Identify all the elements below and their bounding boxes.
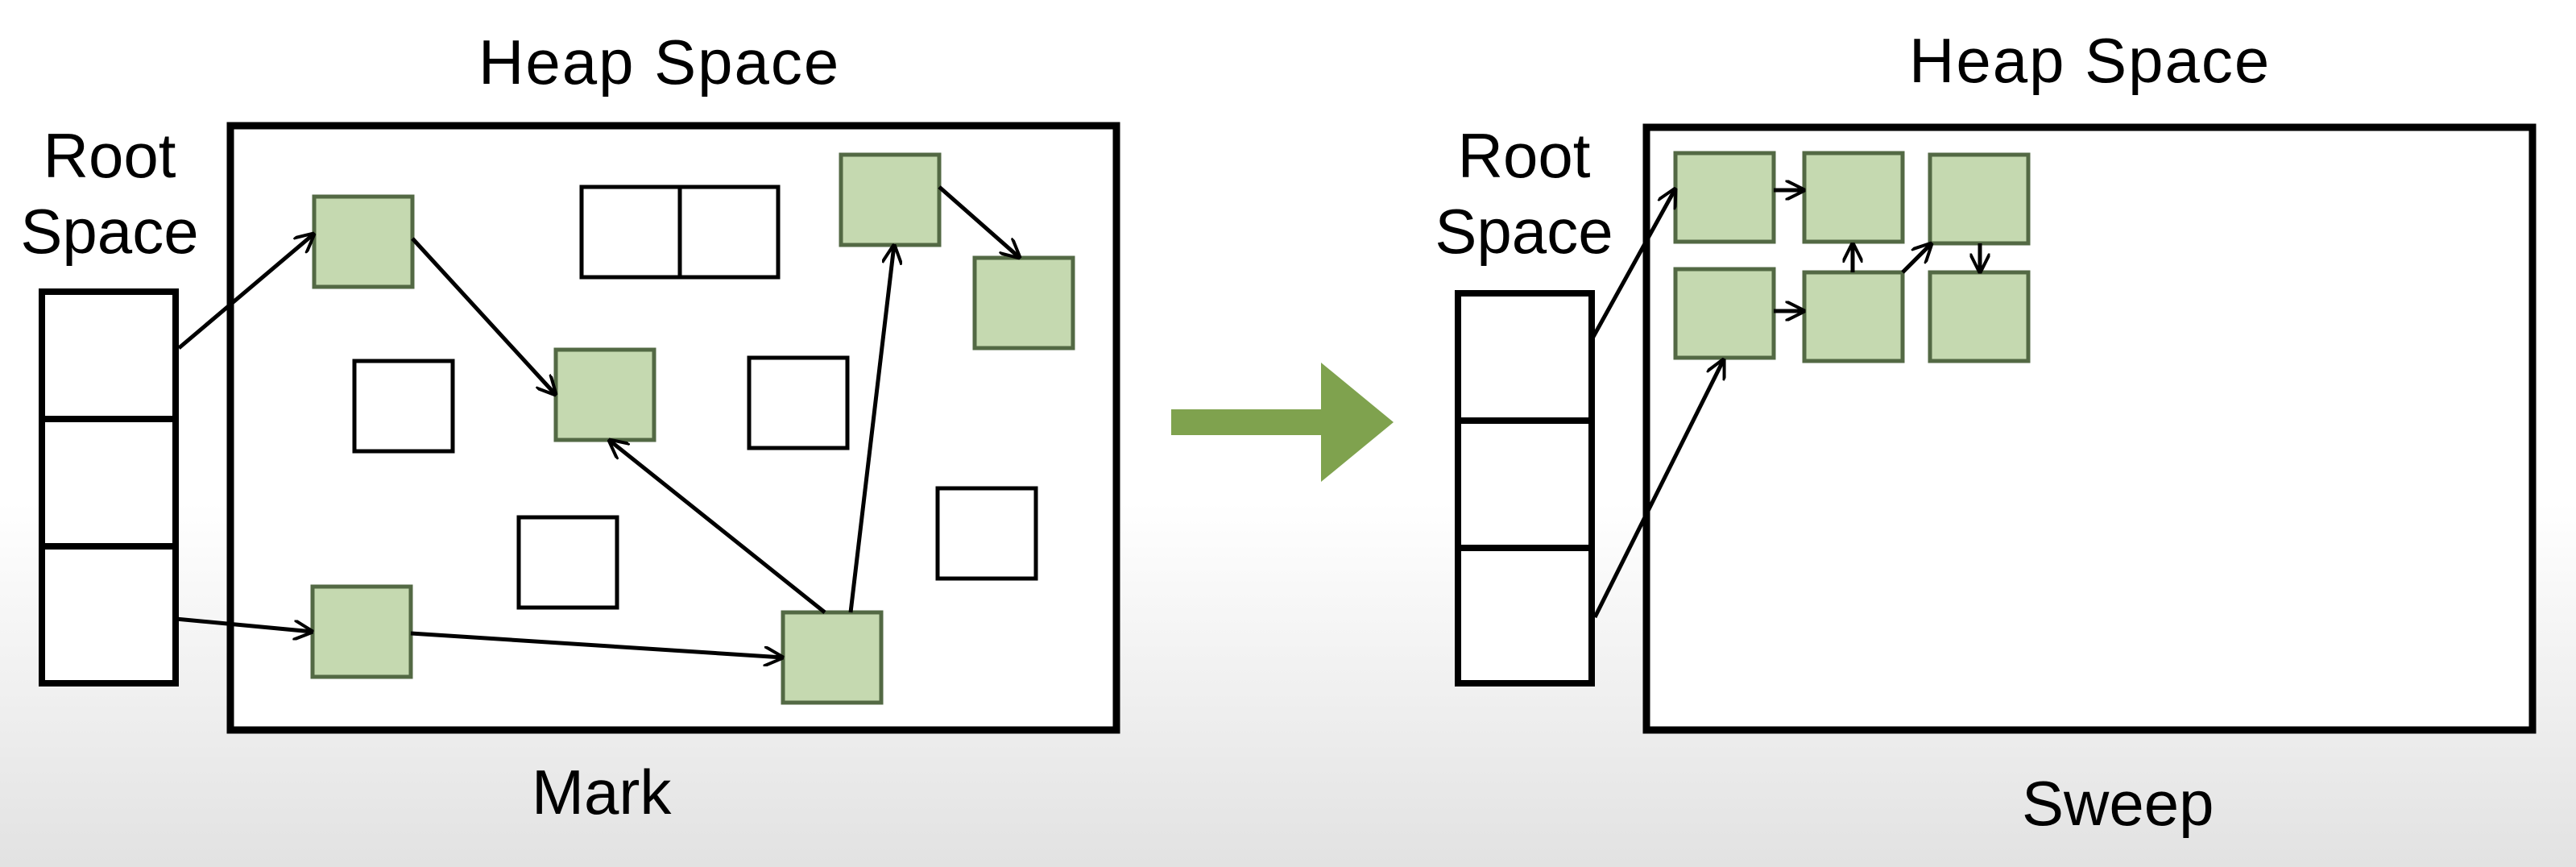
reference-arrow [177, 234, 314, 350]
right-root-stack [1455, 290, 1595, 687]
transition-arrow-icon [1171, 363, 1394, 482]
left-reachable-objects [310, 152, 1075, 705]
left-root-slot-3 [39, 543, 179, 687]
left-root-title-line1: Root [43, 120, 176, 191]
right-root-title-line2: Space [1435, 196, 1613, 267]
reference-arrow [1901, 243, 1932, 274]
dead-object [516, 515, 619, 610]
mark-caption: Mark [532, 757, 672, 828]
reference-arrow [411, 237, 556, 395]
dead-object [935, 486, 1038, 581]
left-root-slot-2 [39, 416, 179, 550]
right-reference-arrows [1591, 189, 1980, 619]
live-object [1802, 270, 1905, 363]
right-root-slot-2 [1455, 417, 1595, 551]
right-root-slot-3 [1455, 545, 1595, 687]
left-root-stack [39, 288, 179, 687]
dead-object [747, 355, 850, 450]
left-root-space-title: Root Space [13, 118, 206, 269]
right-heap-container [1642, 123, 2537, 734]
live-object [1802, 151, 1905, 244]
left-reference-arrows [175, 185, 1020, 658]
dead-object [352, 359, 455, 454]
left-unreachable-objects [352, 185, 1038, 610]
dead-object [579, 185, 682, 280]
live-object [972, 255, 1075, 351]
reference-arrow [609, 440, 826, 614]
sweep-panel [1455, 123, 2537, 734]
reference-arrow [1591, 189, 1675, 338]
reference-arrow [938, 185, 1020, 258]
sweep-caption: Sweep [2022, 768, 2214, 839]
dead-object [677, 185, 781, 280]
live-object [839, 152, 942, 247]
reference-arrow [848, 245, 894, 613]
right-root-space-title: Root Space [1427, 118, 1621, 269]
live-object [1928, 270, 2031, 363]
live-object [1673, 267, 1776, 360]
live-object [553, 347, 656, 442]
reference-arrow [410, 631, 783, 658]
live-object [781, 610, 884, 705]
right-heap-space-title: Heap Space [1909, 25, 2272, 96]
live-object [1673, 151, 1776, 244]
mark-panel [39, 122, 1120, 734]
right-root-title-line1: Root [1457, 120, 1591, 191]
live-object [312, 194, 415, 289]
left-heap-space-title: Heap Space [478, 27, 841, 97]
right-root-slot-1 [1455, 290, 1595, 424]
live-object [310, 584, 413, 679]
reference-arrow [175, 616, 313, 632]
left-root-slot-1 [39, 288, 179, 422]
live-object [1928, 152, 2031, 246]
reference-arrow [1592, 359, 1724, 619]
left-root-title-line2: Space [20, 196, 199, 267]
